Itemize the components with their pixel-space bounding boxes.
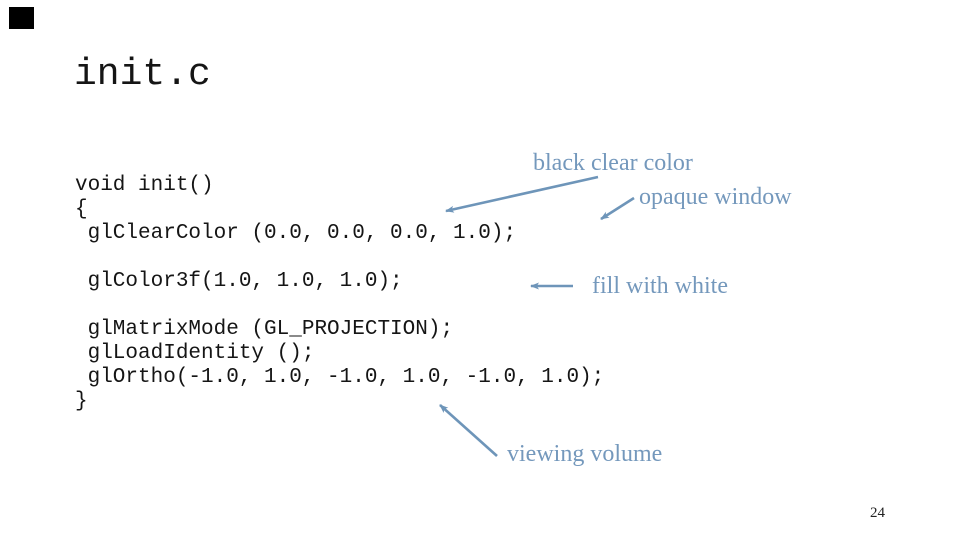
annotation-viewing-volume: viewing volume bbox=[507, 441, 663, 467]
code-line-glmatrixmode: glMatrixMode (GL_PROJECTION); bbox=[75, 318, 454, 341]
slide-title: init.c bbox=[74, 53, 211, 96]
code-line-blank bbox=[75, 246, 604, 270]
code-line: { bbox=[75, 198, 88, 221]
code-line: void init() bbox=[75, 174, 214, 197]
code-block: void init() { glClearColor (0.0, 0.0, 0.… bbox=[75, 174, 604, 414]
code-line-glclearcolor: glClearColor (0.0, 0.0, 0.0, 1.0); bbox=[75, 222, 517, 245]
annotation-fill-with-white: fill with white bbox=[592, 273, 728, 299]
slide-corner-mark bbox=[9, 7, 34, 29]
code-line-glloadidentity: glLoadIdentity (); bbox=[75, 342, 315, 365]
annotation-opaque-window: opaque window bbox=[639, 184, 792, 210]
code-line-glcolor3f: glColor3f(1.0, 1.0, 1.0); bbox=[75, 270, 403, 293]
code-line-glortho: glOrtho(-1.0, 1.0, -1.0, 1.0, -1.0, 1.0)… bbox=[75, 366, 605, 389]
code-line: } bbox=[75, 390, 88, 413]
annotation-black-clear-color: black clear color bbox=[533, 150, 693, 176]
code-line-blank bbox=[75, 294, 604, 318]
arrow-opaque-window bbox=[600, 196, 635, 221]
page-number: 24 bbox=[870, 505, 885, 521]
